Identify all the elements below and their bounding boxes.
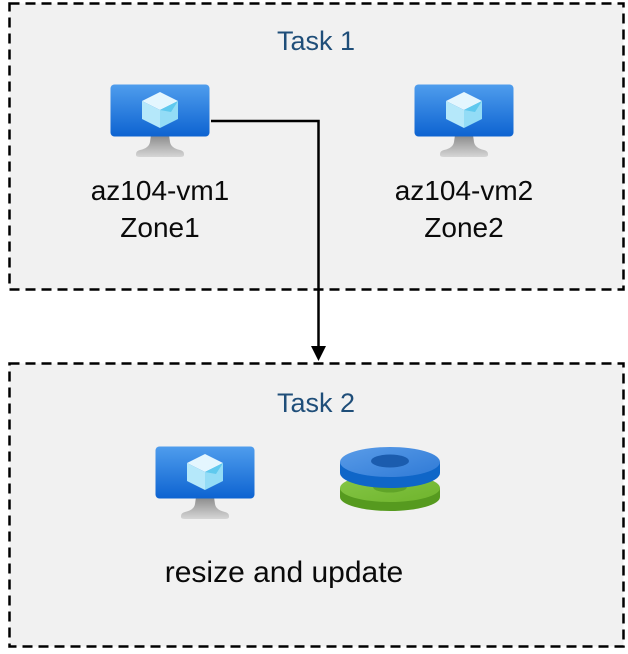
vm1-name: az104-vm1: [90, 175, 230, 206]
cube-glyph: [142, 92, 178, 128]
monitor-stand: [440, 135, 488, 157]
virtual-machine-icon: [414, 84, 514, 167]
blue-disk: [340, 447, 440, 488]
task2-box: [8, 362, 625, 648]
monitor-stand: [136, 135, 184, 157]
vm2-label: az104-vm2 Zone2: [339, 172, 589, 246]
virtual-machine-icon: [155, 446, 255, 529]
managed-disks-icon: [338, 446, 442, 517]
vm1-label: az104-vm1 Zone1: [35, 172, 285, 246]
cube-glyph: [446, 92, 482, 128]
task2-caption: resize and update: [164, 556, 404, 589]
vm2-zone: Zone2: [424, 212, 504, 243]
vm2-name: az104-vm2: [394, 175, 534, 206]
cube-glyph: [187, 454, 223, 490]
vm1-zone: Zone1: [120, 212, 200, 243]
task2-title: Task 2: [276, 388, 356, 418]
flow-arrow: [211, 119, 326, 361]
task1-box: [8, 2, 625, 291]
monitor-stand: [181, 497, 229, 519]
virtual-machine-icon: [110, 84, 210, 167]
task1-title: Task 1: [276, 26, 356, 56]
arrowhead: [311, 346, 326, 361]
